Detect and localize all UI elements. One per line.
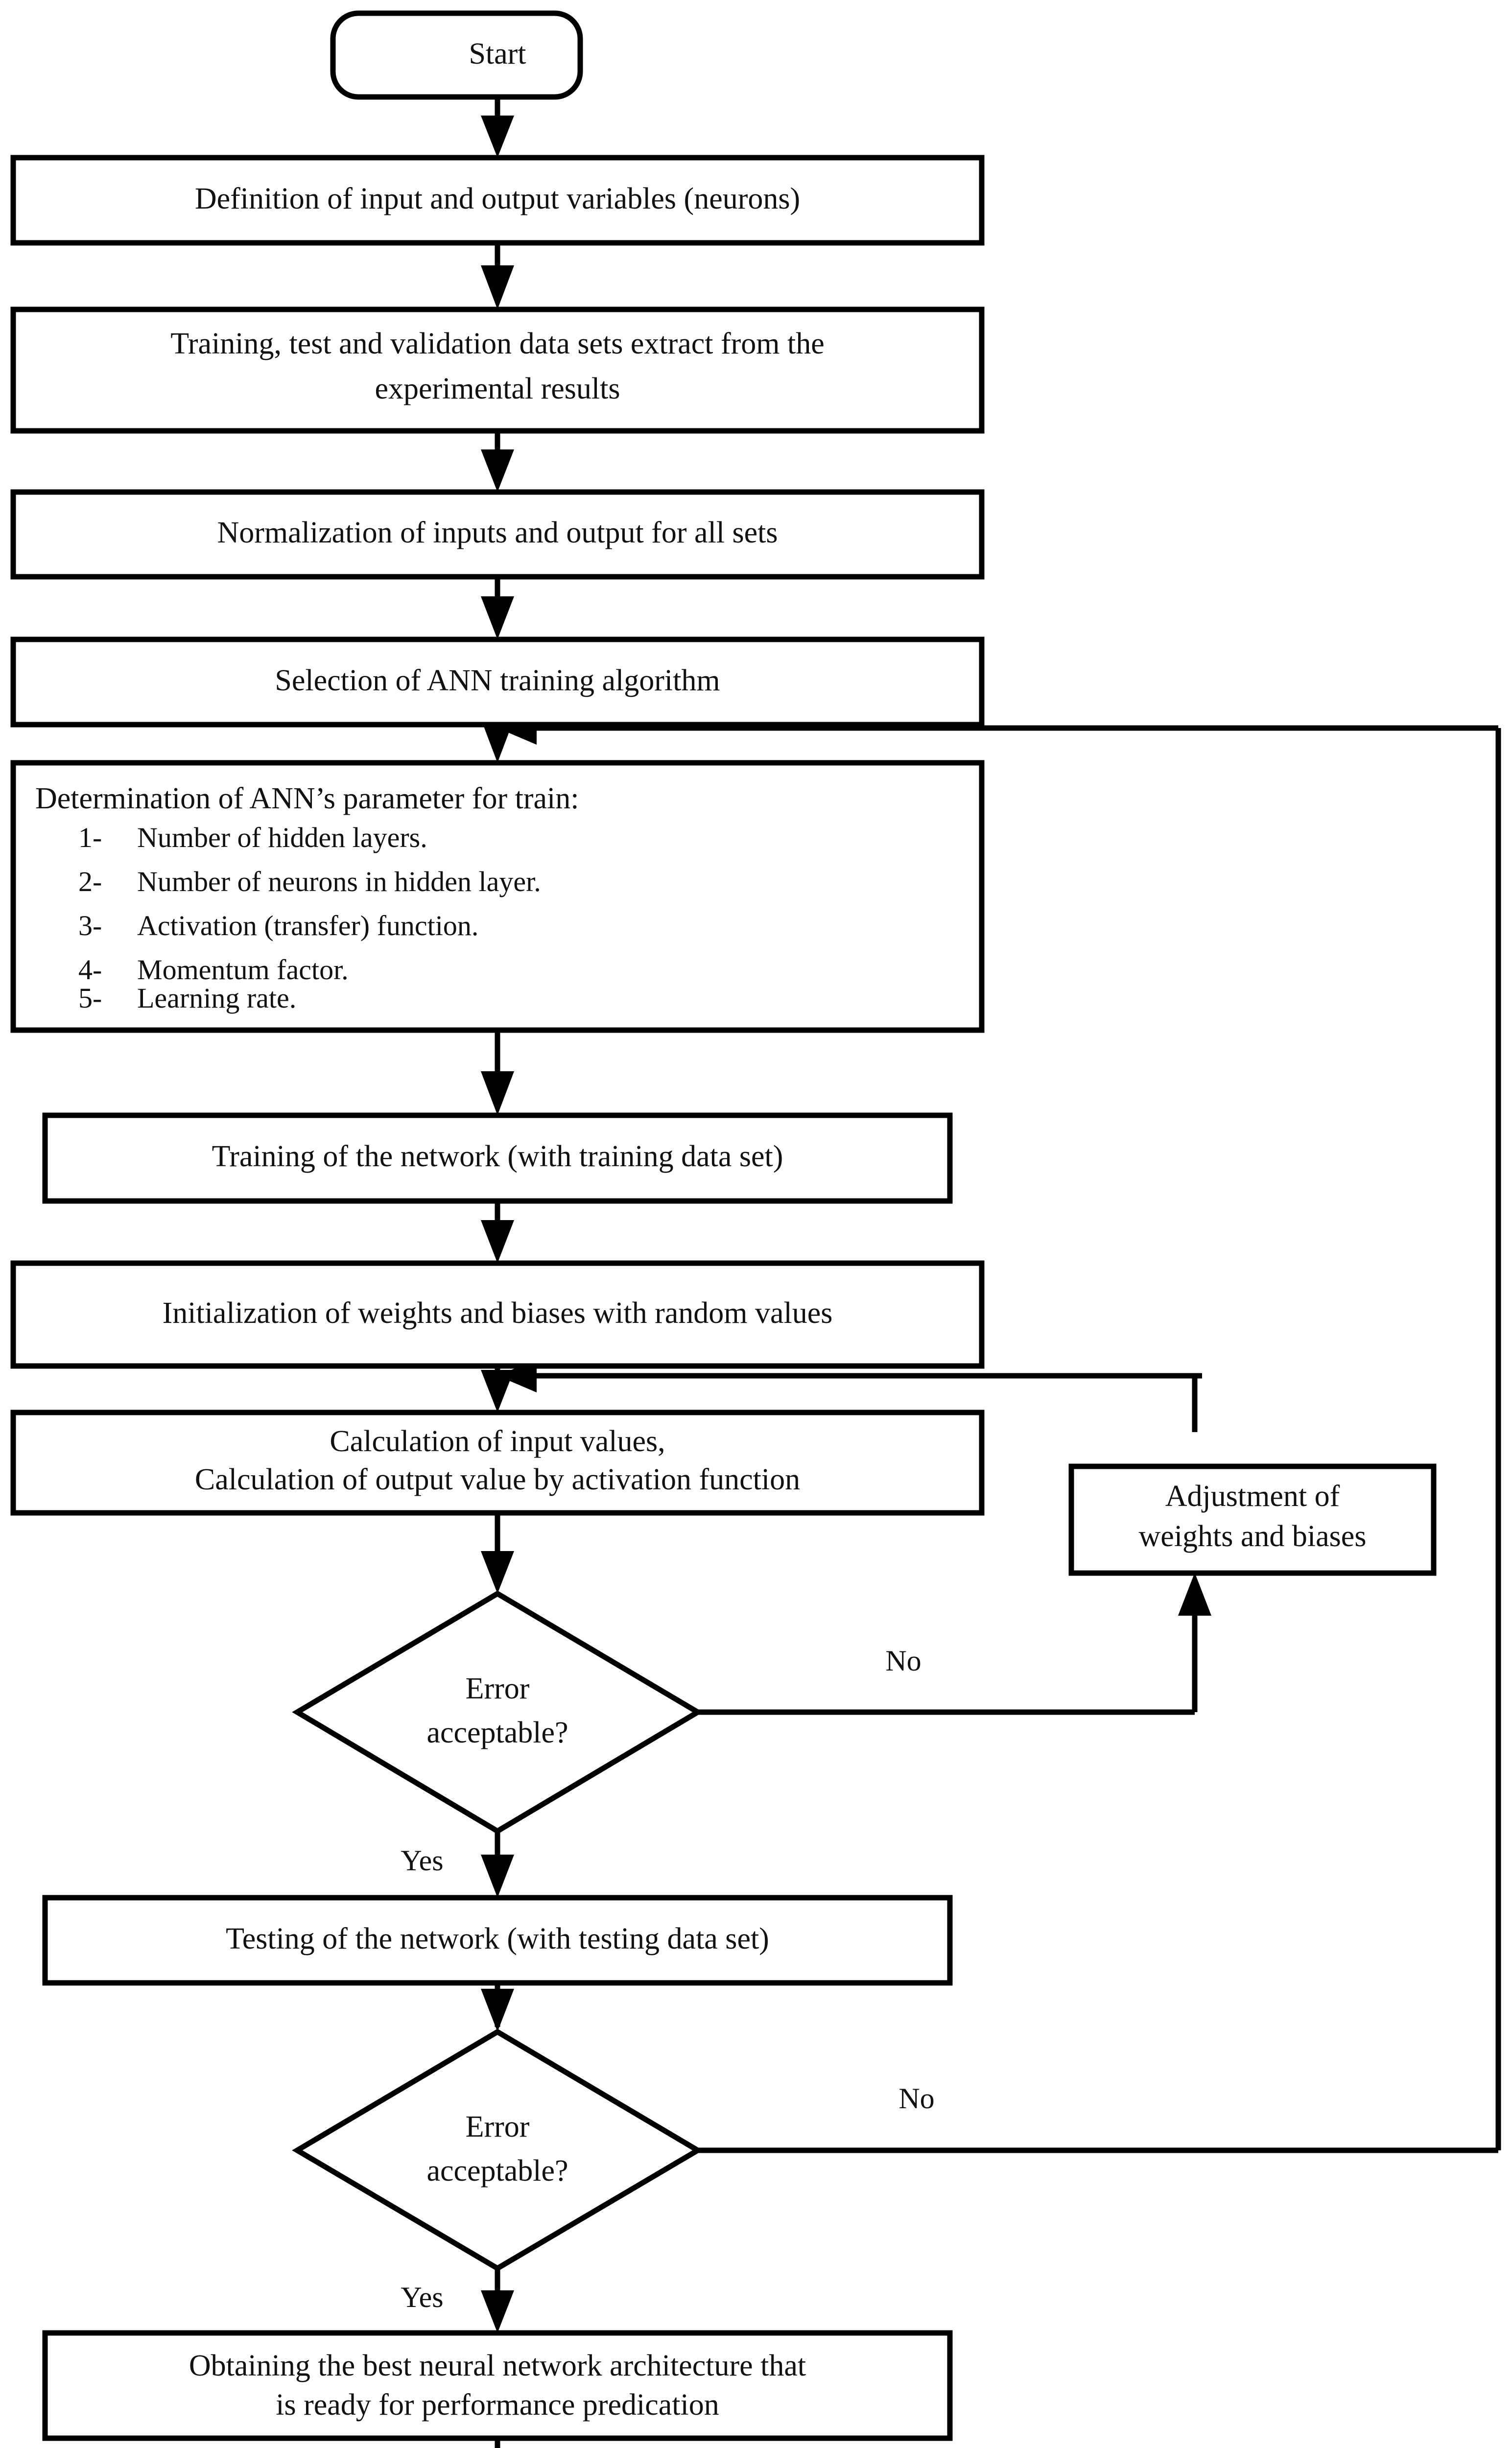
- connector-initialization-to-calculation: [481, 1366, 514, 1412]
- node-adjustment-line1: Adjustment of: [1165, 1480, 1340, 1513]
- connector-obtaining-to-end: [495, 2438, 500, 2448]
- node-initialization[interactable]: Initialization of weights and biases wit…: [10, 1260, 985, 1369]
- connector-decision-train-no-to-adjustment: [698, 1573, 1211, 1715]
- node-decision-train-line1: Error: [466, 1672, 530, 1705]
- node-calculation-line2: Calculation of output value by activatio…: [195, 1463, 800, 1496]
- node-decision-test[interactable]: Error acceptable?: [292, 2028, 703, 2272]
- node-testing-label: Testing of the network (with testing dat…: [226, 1922, 769, 1955]
- node-determination-heading: Determination of ANN’s parameter for tra…: [35, 782, 579, 815]
- connector-outer-feedback-loop: [497, 711, 1501, 2153]
- connector-decision-test-yes-to-obtaining: [481, 2268, 514, 2333]
- connector-determination-to-training: [481, 1030, 514, 1115]
- node-adjustment-line2: weights and biases: [1139, 1520, 1367, 1553]
- edge-label-train-yes: Yes: [401, 1844, 443, 1877]
- edge-label-train-no: No: [885, 1645, 921, 1677]
- node-calculation[interactable]: Calculation of input values, Calculation…: [10, 1410, 985, 1516]
- determination-item-4-text: Momentum factor.: [137, 954, 349, 986]
- node-determination[interactable]: Determination of ANN’s parameter for tra…: [10, 760, 985, 1033]
- determination-item-5-text: Learning rate.: [137, 982, 296, 1014]
- node-initialization-label: Initialization of weights and biases wit…: [163, 1296, 833, 1330]
- determination-item-2-text: Number of neurons in hidden layer.: [137, 866, 541, 897]
- node-obtaining[interactable]: Obtaining the best neural network archit…: [42, 2330, 953, 2441]
- determination-item-5-num: 5-: [78, 982, 102, 1014]
- node-data-sets-line2: experimental results: [375, 372, 620, 405]
- determination-item-2-num: 2-: [78, 866, 102, 897]
- node-select-algorithm[interactable]: Selection of ANN training algorithm: [10, 636, 985, 728]
- determination-item-3-text: Activation (transfer) function.: [137, 910, 478, 942]
- connector-training-to-initialization: [481, 1201, 514, 1263]
- node-normalization[interactable]: Normalization of inputs and output for a…: [10, 489, 985, 580]
- node-training-label: Training of the network (with training d…: [212, 1140, 783, 1173]
- node-define-variables-label: Definition of input and output variables…: [195, 182, 800, 215]
- node-data-sets[interactable]: Training, test and validation data sets …: [10, 306, 985, 434]
- node-training[interactable]: Training of the network (with training d…: [42, 1112, 953, 1204]
- node-decision-test-line1: Error: [466, 2110, 530, 2143]
- node-normalization-label: Normalization of inputs and output for a…: [217, 516, 778, 549]
- determination-item-1-num: 1-: [78, 822, 102, 853]
- connector-normalization-to-selection: [481, 577, 514, 639]
- node-start-label: Start: [469, 37, 526, 71]
- connector-decision-train-yes-to-testing: [481, 1831, 514, 1898]
- node-data-sets-line1: Training, test and validation data sets …: [170, 327, 825, 360]
- node-select-algorithm-label: Selection of ANN training algorithm: [275, 664, 720, 697]
- determination-item-1-text: Number of hidden layers.: [137, 822, 427, 853]
- node-decision-train-line2: acceptable?: [426, 1716, 568, 1749]
- node-decision-test-line2: acceptable?: [426, 2154, 568, 2188]
- node-testing[interactable]: Testing of the network (with testing dat…: [42, 1895, 953, 1986]
- node-adjustment[interactable]: Adjustment of weights and biases: [1068, 1463, 1437, 1576]
- node-decision-train[interactable]: Error acceptable?: [292, 1590, 703, 1835]
- determination-item-3-num: 3-: [78, 910, 102, 942]
- connector-datasets-to-normalization: [481, 431, 514, 492]
- node-calculation-line1: Calculation of input values,: [330, 1425, 665, 1458]
- node-define-variables[interactable]: Definition of input and output variables…: [10, 155, 985, 246]
- edge-label-test-yes: Yes: [401, 2281, 443, 2313]
- edge-label-test-no: No: [898, 2082, 934, 2115]
- connector-start-to-define: [481, 97, 514, 158]
- node-obtaining-line1: Obtaining the best neural network archit…: [189, 2349, 806, 2382]
- node-start[interactable]: Start: [330, 10, 583, 100]
- connector-define-to-datasets: [481, 243, 514, 309]
- connector-testing-to-decision-test: [481, 1983, 514, 2032]
- node-obtaining-line2: is ready for performance predication: [276, 2388, 719, 2422]
- connector-calculation-to-decision-train: [481, 1513, 514, 1594]
- determination-item-4-num: 4-: [78, 954, 102, 986]
